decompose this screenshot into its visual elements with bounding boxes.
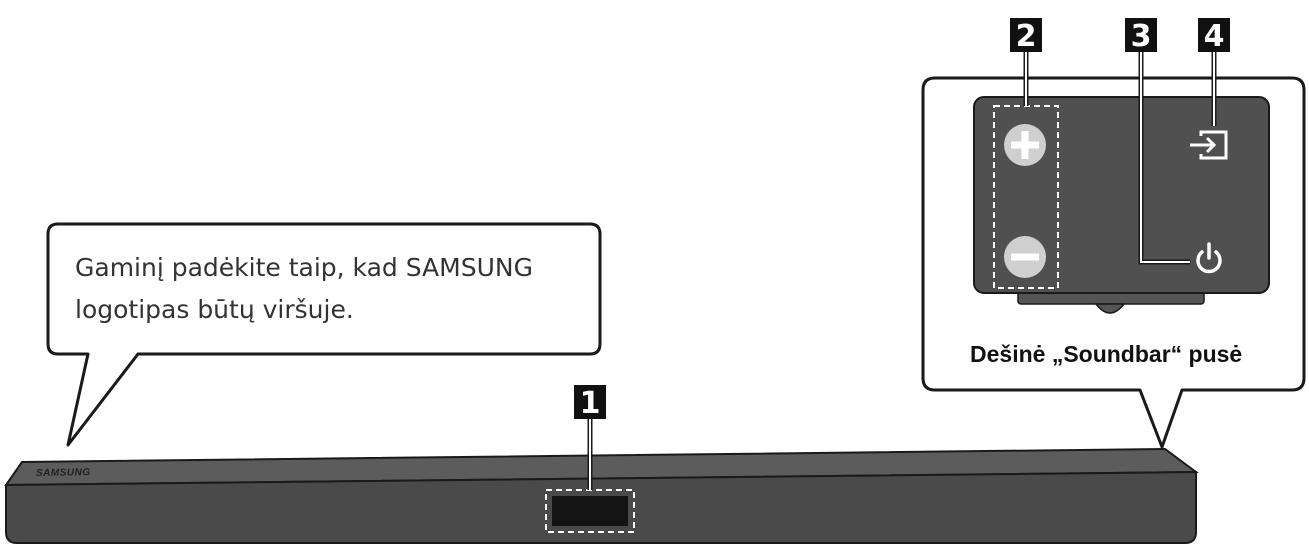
panel-caption: Dešinė „Soundbar“ pusė — [970, 341, 1242, 367]
volume-up-button[interactable] — [1004, 124, 1046, 166]
placement-callout: Gaminį padėkite taip, kad SAMSUNG logoti… — [46, 222, 602, 447]
svg-text:4: 4 — [1204, 19, 1225, 54]
svg-text:3: 3 — [1131, 19, 1152, 54]
source-button[interactable] — [1190, 130, 1228, 160]
marker-2-volume: 2 — [1010, 18, 1042, 54]
panel-foot — [1094, 303, 1126, 314]
callout-bubble — [46, 222, 602, 447]
svg-text:1: 1 — [580, 386, 601, 421]
samsung-logo: SAMSUNG — [36, 467, 91, 479]
power-icon — [1196, 242, 1222, 274]
leader-lines — [587, 52, 1217, 490]
display-window — [552, 496, 628, 526]
side-panel-callout: Dešinė „Soundbar“ pusė — [921, 76, 1306, 449]
volume-down-button[interactable] — [1004, 236, 1046, 278]
minus-icon — [1011, 253, 1039, 261]
marker-4-source: 4 — [1198, 18, 1230, 54]
callout-text-line1: Gaminį padėkite taip, kad SAMSUNG — [75, 253, 533, 282]
marker-1-display: 1 — [574, 385, 606, 421]
marker-3-power: 3 — [1125, 18, 1157, 54]
plus-icon — [1011, 131, 1039, 159]
soundbar: SAMSUNG — [4, 447, 1199, 544]
callout-text-line2: logotipas būtų viršuje. — [75, 295, 354, 324]
source-input-icon — [1190, 130, 1228, 160]
svg-text:2: 2 — [1016, 19, 1037, 54]
power-button[interactable] — [1196, 242, 1222, 274]
